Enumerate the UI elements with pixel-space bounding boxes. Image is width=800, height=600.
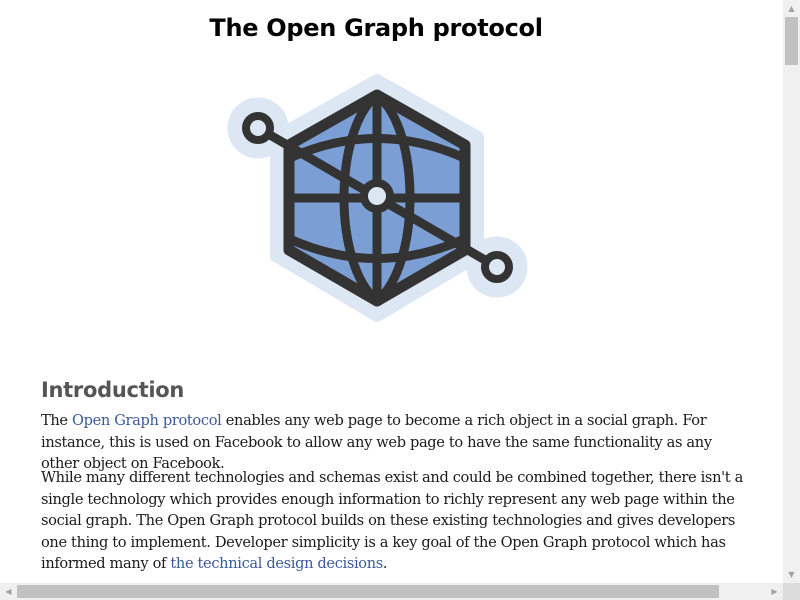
open-graph-protocol-link[interactable]: Open Graph protocol xyxy=(72,412,222,429)
scrollbar-corner xyxy=(783,583,800,600)
p1-text-before: The xyxy=(41,412,73,429)
intro-paragraph-2: While many different technologies and sc… xyxy=(41,467,753,575)
scroll-right-arrow-icon[interactable]: ▶ xyxy=(771,587,778,596)
page-viewport: The Open Graph protocol Introduction The… xyxy=(41,14,753,575)
introduction-heading: Introduction xyxy=(41,378,185,402)
horizontal-scroll-thumb[interactable] xyxy=(17,585,719,598)
vertical-scrollbar[interactable]: ▲ ▼ xyxy=(783,0,800,583)
scroll-down-arrow-icon[interactable]: ▼ xyxy=(788,570,795,579)
vertical-scroll-thumb[interactable] xyxy=(785,17,798,65)
page-title: The Open Graph protocol xyxy=(209,14,543,42)
p1-text-after: enables any web page to become a rich ob… xyxy=(41,412,712,472)
p2-text-after: . xyxy=(382,555,388,572)
p2-text: While many different technologies and sc… xyxy=(41,469,743,572)
horizontal-scrollbar[interactable]: ◀ ▶ xyxy=(0,583,783,600)
open-graph-logo-icon xyxy=(227,74,528,322)
technical-design-decisions-link[interactable]: the technical design decisions xyxy=(170,555,383,572)
intro-paragraph-1: The Open Graph protocol enables any web … xyxy=(41,410,753,475)
scroll-left-arrow-icon[interactable]: ◀ xyxy=(5,587,12,596)
scroll-up-arrow-icon[interactable]: ▲ xyxy=(788,4,795,13)
